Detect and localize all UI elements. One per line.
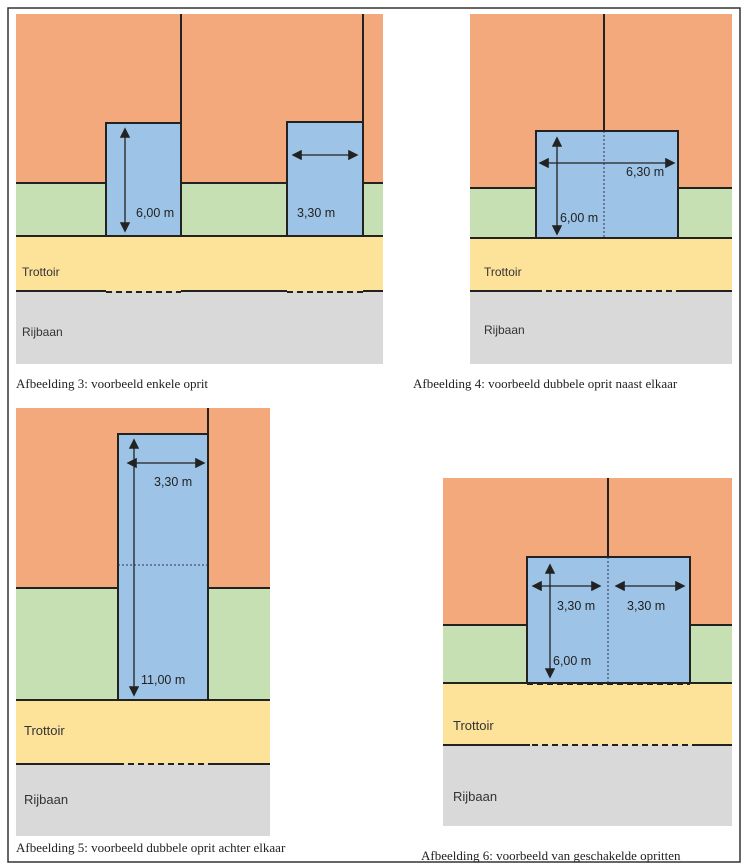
caption: Afbeelding 4: voorbeeld dubbele oprit na… (413, 376, 678, 391)
dimension-label: 3,30 m (297, 206, 335, 220)
road-label: Rijbaan (453, 789, 497, 804)
driveway (117, 433, 209, 701)
dimension-label: 3,30 m (154, 475, 192, 489)
sidewalk-label: Trottoir (24, 723, 65, 738)
dimension-label: 6,00 m (560, 211, 598, 225)
caption: Afbeelding 5: voorbeeld dubbele oprit ac… (16, 840, 286, 855)
caption: Afbeelding 3: voorbeeld enkele oprit (16, 376, 208, 391)
dimension-label: 6,00 m (553, 654, 591, 668)
driveway (286, 121, 364, 237)
road-label: Rijbaan (484, 323, 525, 337)
figure-5: 3,30 m 11,00 m Trottoir Rijbaan Afbeeldi… (16, 408, 286, 855)
figure-6: 3,30 m 3,30 m 6,00 m Trottoir Rijbaan Af… (421, 478, 732, 863)
road-label: Rijbaan (24, 792, 68, 807)
figure-3: 6,00 m 3,30 m Trottoir Rijbaan Afbeeldin… (16, 14, 383, 391)
dimension-label: 11,00 m (141, 673, 185, 687)
sidewalk-label: Trottoir (453, 718, 494, 733)
sidewalk-label: Trottoir (484, 265, 522, 279)
dimension-label: 6,30 m (626, 165, 664, 179)
road-label: Rijbaan (22, 325, 63, 339)
driveway (526, 556, 691, 684)
dimension-label: 3,30 m (627, 599, 665, 613)
caption: Afbeelding 6: voorbeeld van geschakelde … (421, 848, 681, 863)
dimension-label: 6,00 m (136, 206, 174, 220)
sidewalk-label: Trottoir (22, 265, 60, 279)
dimension-label: 3,30 m (557, 599, 595, 613)
outer-border (7, 7, 741, 863)
driveway (105, 122, 182, 237)
figure-4: 6,30 m 6,00 m Trottoir Rijbaan Afbeeldin… (413, 14, 732, 391)
